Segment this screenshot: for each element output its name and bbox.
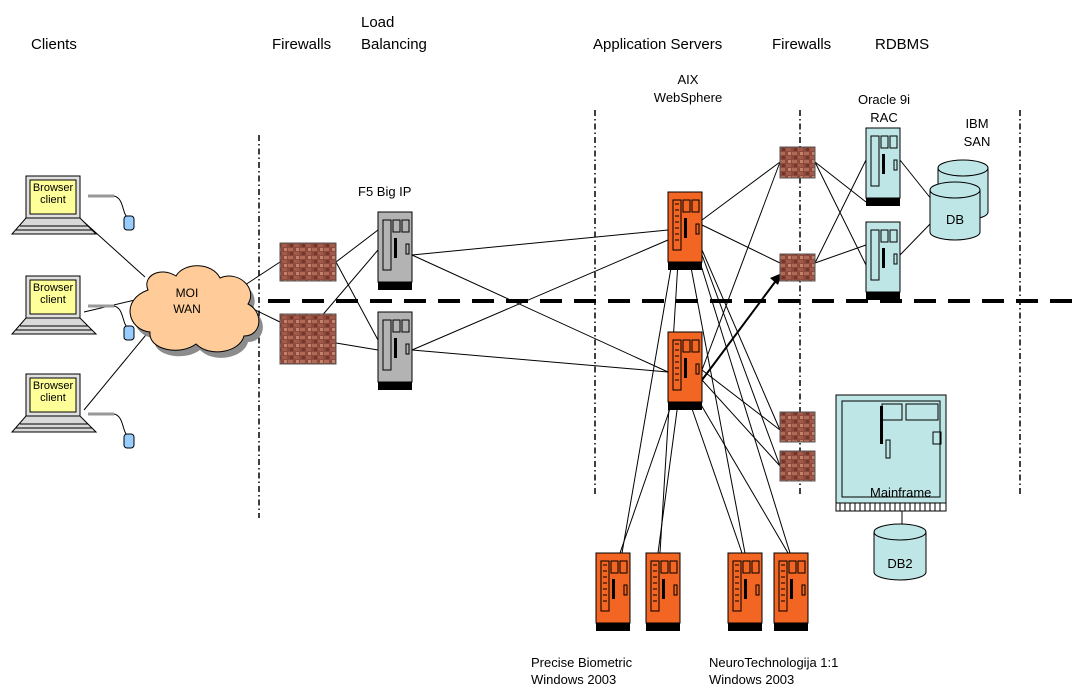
load-balancing-header-line2: Balancing xyxy=(361,36,427,53)
firewall-right-3 xyxy=(779,411,816,443)
mainframe xyxy=(835,394,947,512)
arrow-head xyxy=(770,273,782,285)
load-balancing-header-line1: Load xyxy=(361,14,395,31)
neuro-label-line2: Windows 2003 xyxy=(709,672,795,687)
san-db-cylinders xyxy=(929,159,989,241)
precise-label-line2: Windows 2003 xyxy=(531,672,617,687)
client-3-line1: Browser xyxy=(32,380,74,392)
moi-wan-cloud xyxy=(129,265,263,358)
cloud-label-line1: MOI xyxy=(175,286,199,300)
ibm-label-line1: IBM xyxy=(965,116,989,131)
oracle-db-server-2 xyxy=(865,221,901,301)
client-2-label: Browser client xyxy=(30,282,76,306)
ibm-label-line2: SAN xyxy=(963,134,991,149)
cloud-label-line2: WAN xyxy=(173,302,201,316)
oracle-label-line2: RAC xyxy=(870,110,898,125)
firewall-right-4 xyxy=(779,450,816,482)
aix-label-line2: WebSphere xyxy=(653,90,723,105)
client-2-line2: client xyxy=(40,294,66,306)
firewall-right-1 xyxy=(779,146,816,179)
firewall-right-2 xyxy=(779,253,816,282)
precise-biometric-server-1 xyxy=(595,552,631,632)
biometric-reader-icon xyxy=(86,194,136,232)
client-2-line1: Browser xyxy=(32,282,74,294)
mainframe-label: Mainframe xyxy=(870,485,932,500)
app-server-2 xyxy=(667,331,703,411)
client-1-line1: Browser xyxy=(32,182,74,194)
biometric-reader-icon xyxy=(86,304,136,342)
app-servers-header: Application Servers xyxy=(593,36,723,53)
firewalls-left-header: Firewalls xyxy=(272,36,332,53)
db2-label: DB2 xyxy=(887,556,913,571)
connection-lines xyxy=(83,159,933,554)
firewalls-right-header: Firewalls xyxy=(772,36,832,53)
firewall-left-top xyxy=(279,242,337,282)
client-1-label: Browser client xyxy=(30,182,76,206)
aix-label-line1: AIX xyxy=(677,72,699,87)
precise-biometric-server-2 xyxy=(645,552,681,632)
client-3-line2: client xyxy=(40,392,66,404)
rdbms-header: RDBMS xyxy=(875,36,930,53)
load-balancer-2 xyxy=(377,311,413,391)
neurotech-server-2 xyxy=(773,552,809,632)
db2-cylinder xyxy=(873,523,927,581)
san-db-label: DB xyxy=(945,212,965,227)
load-balancer-1 xyxy=(377,211,413,291)
neuro-label-line1: NeuroTechnologija 1:1 xyxy=(709,655,839,670)
arrow-line xyxy=(701,277,779,381)
f5-label: F5 Big IP xyxy=(358,184,412,199)
client-1-line2: client xyxy=(40,194,66,206)
client-3-label: Browser client xyxy=(30,380,76,404)
neurotech-server-1 xyxy=(727,552,763,632)
clients-header: Clients xyxy=(31,36,77,53)
app-server-1 xyxy=(667,191,703,271)
precise-label-line1: Precise Biometric xyxy=(531,655,633,670)
oracle-label-line1: Oracle 9i xyxy=(857,92,911,107)
oracle-db-server-1 xyxy=(865,127,901,207)
firewall-left-bottom xyxy=(279,313,337,365)
